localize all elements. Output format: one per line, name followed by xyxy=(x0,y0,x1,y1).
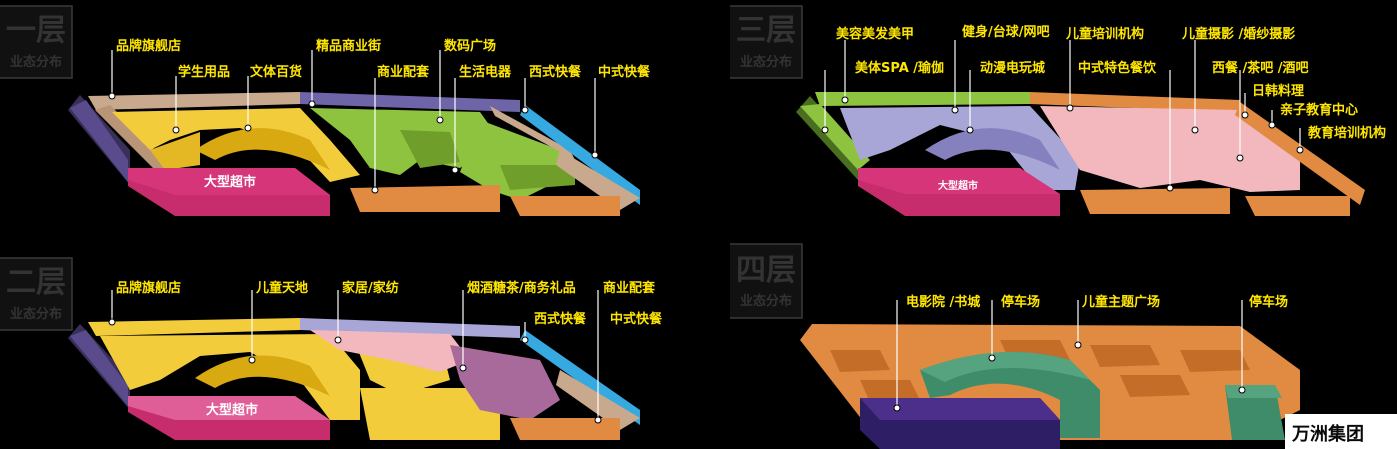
floor1-brand-store-block xyxy=(88,92,300,110)
floor3-supermarket-label: 大型超市 xyxy=(938,179,978,192)
floor1-callout-4: 商业配套 xyxy=(377,64,430,80)
floor2-callout-6: 中式快餐 xyxy=(610,311,663,327)
floor2-badge-title: 二层 xyxy=(6,265,66,300)
floor2-supermarket-label: 大型超市 xyxy=(206,402,258,418)
floor1-callout-3: 精品商业街 xyxy=(316,38,381,54)
floor3-callout-2: 儿童培训机构 xyxy=(1065,26,1144,42)
floor3-callout-1: 健身/台球/网吧 xyxy=(962,24,1050,40)
floor3-badge-subtitle: 业态分布 xyxy=(740,54,792,70)
floor1-callout-0: 品牌旗舰店 xyxy=(116,38,181,54)
floor4-callout-1: 停车场 xyxy=(1001,294,1040,310)
floor3-callout-6: 中式特色餐饮 xyxy=(1078,60,1157,76)
floor2-yellow-zone xyxy=(100,334,360,420)
floor4-callout-2: 儿童主题广场 xyxy=(1081,294,1160,310)
floor4-parking-right xyxy=(1225,385,1285,440)
floor1-callout-6: 生活电器 xyxy=(459,64,512,80)
floor1-plan: 大型超市 xyxy=(68,38,651,216)
floor2-badge-subtitle: 业态分布 xyxy=(10,306,62,322)
floor2-pink-zone xyxy=(310,330,470,372)
floor2-callout-4: 商业配套 xyxy=(603,280,656,296)
floor1-orange-zone xyxy=(350,185,500,212)
floor4-badge-title: 四层 xyxy=(736,253,796,288)
company-logo-text: 万洲集团 xyxy=(1291,423,1364,445)
floor1-callout-5: 数码广场 xyxy=(444,38,496,54)
company-logo: 万洲集团 xyxy=(1285,414,1397,449)
floor4-callout-3: 停车场 xyxy=(1249,294,1288,310)
floor2-mauve-zone xyxy=(450,345,560,420)
floor2-badge: 二层 业态分布 xyxy=(0,257,73,331)
floor3-callout-5: 动漫电玩城 xyxy=(980,60,1045,76)
floor3-callout-9: 亲子教育中心 xyxy=(1280,102,1358,118)
floor2-callout-3: 烟酒糖茶/商务礼品 xyxy=(467,280,576,296)
floor2-panel: 二层 业态分布 大型超市 xyxy=(0,257,663,440)
floor4-callout-0: 电影院 /书城 xyxy=(906,294,980,310)
floor4-badge: 四层 业态分布 xyxy=(730,243,803,319)
floor3-green-zone xyxy=(815,92,1030,106)
floor2-callout-1: 儿童天地 xyxy=(255,280,308,296)
floor3-callout-3: 儿童摄影 /婚纱摄影 xyxy=(1181,26,1295,42)
floor1-callout-1: 学生用品 xyxy=(178,64,230,80)
floor4-plan: 电影院 /书城 停车场 儿童主题广场 停车场 xyxy=(800,294,1300,449)
floor1-supermarket-label: 大型超市 xyxy=(204,174,256,190)
floor1-yellow-zone xyxy=(112,108,360,182)
floor2-callout-0: 品牌旗舰店 xyxy=(116,280,181,296)
floor1-callout-8: 中式快餐 xyxy=(598,64,651,80)
floor1-badge: 一层 业态分布 xyxy=(0,5,73,79)
floor3-badge: 三层 业态分布 xyxy=(730,5,803,79)
floor3-badge-title: 三层 xyxy=(736,13,796,48)
floor2-plan: 大型超市 品牌旗舰店 儿童天地 家居 xyxy=(68,280,663,440)
floor4-panel: 四层 业态分布 xyxy=(730,243,1300,449)
floor3-lavender-zone xyxy=(840,106,1080,190)
floor1-badge-subtitle: 业态分布 xyxy=(10,54,62,70)
floor1-callout-7: 西式快餐 xyxy=(529,64,582,80)
floor4-badge-subtitle: 业态分布 xyxy=(740,293,792,309)
floor1-badge-title: 一层 xyxy=(6,13,66,48)
floor3-callout-8: 日韩料理 xyxy=(1252,83,1304,99)
floor3-callout-10: 教育培训机构 xyxy=(1307,125,1386,141)
floor3-callout-0: 美容美发美甲 xyxy=(836,26,914,42)
floor3-plan: 大型超市 xyxy=(796,24,1386,216)
floor3-callout-4: 美体SPA /瑜伽 xyxy=(855,60,944,76)
floor1-panel: 一层 业态分布 大型超市 xyxy=(0,5,651,216)
floor2-callout-5: 西式快餐 xyxy=(534,311,587,327)
floor2-callout-2: 家居/家纺 xyxy=(342,280,399,296)
floor1-callout-2: 文体百货 xyxy=(250,64,302,80)
floor3-callout-7: 西餐 /茶吧 /酒吧 xyxy=(1212,60,1309,76)
floor3-panel: 三层 业态分布 大型超市 xyxy=(730,5,1386,216)
